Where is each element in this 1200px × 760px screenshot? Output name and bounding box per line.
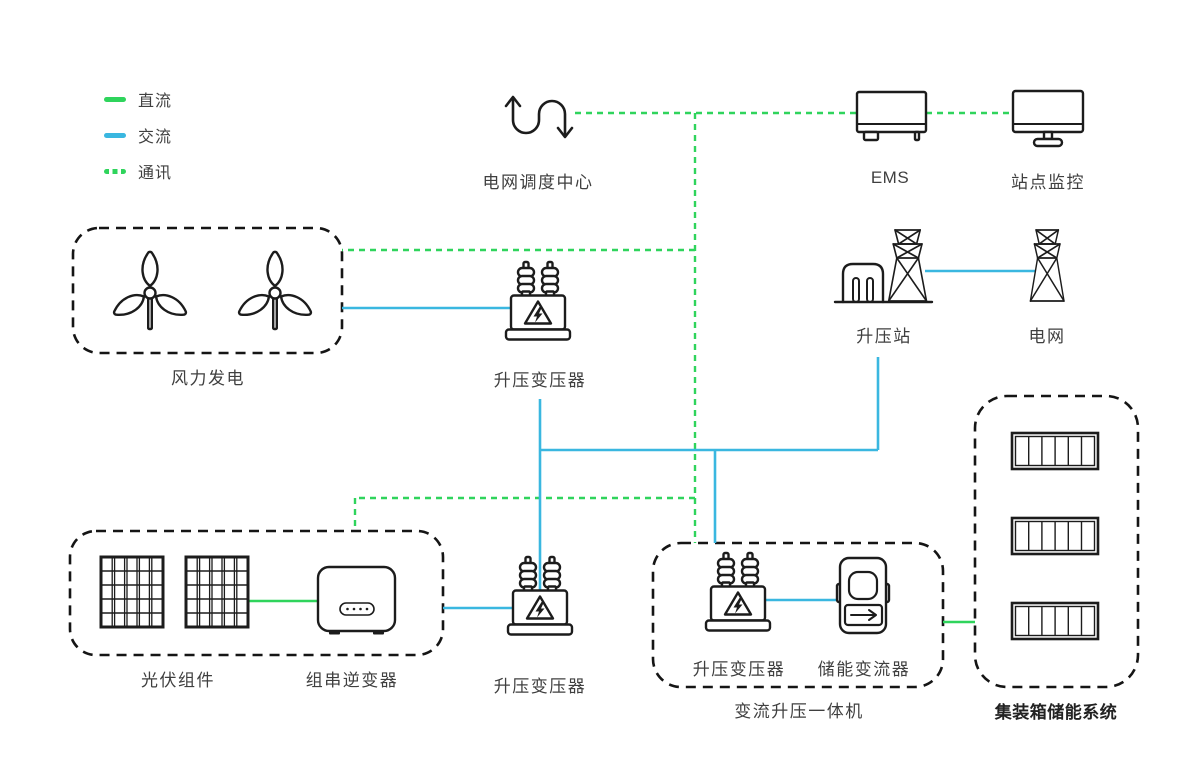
ems-server-icon xyxy=(855,90,928,142)
comm-to-pv-line xyxy=(353,496,695,531)
pv-transformer-label: 升压变压器 xyxy=(493,677,587,696)
legend-item-dc: 直流 xyxy=(104,90,173,110)
station-tower-icon xyxy=(887,229,928,302)
legend-item-ac: 交流 xyxy=(104,126,173,146)
comm-line-swatch-icon xyxy=(104,168,126,174)
grid-dispatch-icon xyxy=(504,95,574,139)
site-monitor-icon xyxy=(1011,89,1085,148)
string-inverter-icon xyxy=(316,565,397,635)
communication-lines xyxy=(342,111,1013,543)
step-up-transformer-icon xyxy=(706,553,770,631)
wind-transformer-label: 升压变压器 xyxy=(493,371,587,390)
unit-transformer-label: 升压变压器 xyxy=(692,660,786,679)
legend-ac-label: 交流 xyxy=(138,129,173,146)
power-grid-tower-icon xyxy=(1029,229,1065,302)
solar-panel-icon xyxy=(99,555,165,629)
container-ess-label: 集装箱储能系统 xyxy=(994,703,1118,722)
battery-container-icon xyxy=(1010,601,1100,641)
solar-panel-icon xyxy=(184,555,250,629)
step-up-station-icon xyxy=(833,262,934,304)
ems-label: EMS xyxy=(870,168,910,187)
storage-converter-icon xyxy=(835,556,891,635)
site-monitoring-label: 站点监控 xyxy=(1011,173,1085,192)
power-grid-label: 电网 xyxy=(1028,327,1066,346)
grid-dispatch-label: 电网调度中心 xyxy=(482,173,594,192)
converter-unit-group-box xyxy=(651,541,945,689)
pv-modules-label: 光伏组件 xyxy=(141,671,215,690)
ac-line-swatch-icon xyxy=(104,132,126,138)
step-up-station-label: 升压站 xyxy=(856,327,912,346)
dc-lines xyxy=(248,599,975,624)
battery-container-icon xyxy=(1010,516,1100,556)
wind-turbine-icon xyxy=(109,250,191,331)
converter-unit-label: 变流升压一体机 xyxy=(734,702,864,721)
container-ess-group-box xyxy=(973,394,1140,689)
wind-power-label: 风力发电 xyxy=(171,369,245,388)
dc-line-swatch-icon xyxy=(104,96,126,102)
storage-converter-label: 储能变流器 xyxy=(817,660,911,679)
wind-power-group-box xyxy=(71,226,344,355)
battery-container-icon xyxy=(1010,431,1100,471)
step-up-transformer-icon xyxy=(506,262,570,340)
pv-group-box xyxy=(68,529,445,657)
string-inverter-label: 组串逆变器 xyxy=(305,671,399,690)
legend-dc-label: 直流 xyxy=(138,93,173,110)
wind-turbine-icon xyxy=(234,250,316,331)
legend-item-comm: 通讯 xyxy=(104,162,173,182)
ac-lines xyxy=(342,269,1036,610)
legend-comm-label: 通讯 xyxy=(138,165,173,182)
